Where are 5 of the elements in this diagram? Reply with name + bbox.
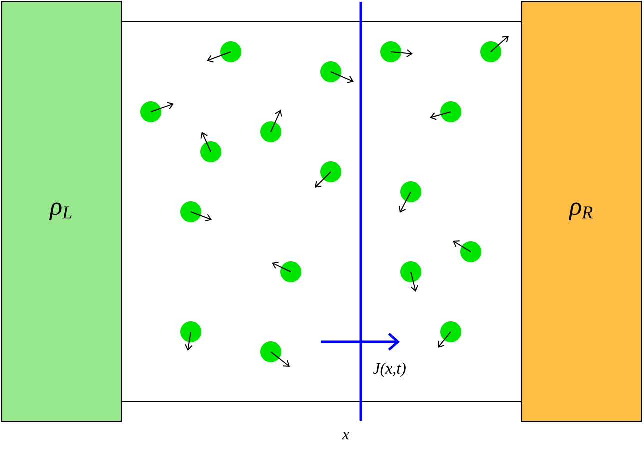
position-label: x — [342, 432, 350, 440]
reservoir-box: ρ$_{L}$ — [1, 1, 122, 422]
flux-label: J(x,t) — [373, 362, 406, 378]
reservoir-box: ρ$_{R}$ — [521, 1, 642, 422]
channel-box — [121, 21, 522, 402]
